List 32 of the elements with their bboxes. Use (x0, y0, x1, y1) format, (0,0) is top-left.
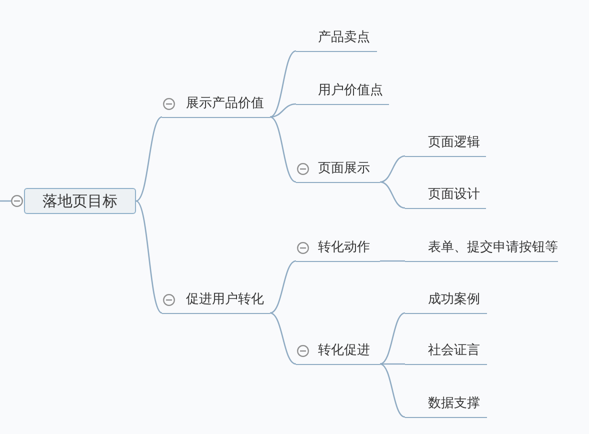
branch-line (136, 116, 162, 202)
branch-topic: 产品卖点 (296, 30, 377, 52)
branch-line (270, 50, 296, 118)
branch-topic: 成功案例 (405, 292, 487, 314)
branch-topic: 页面逻辑 (405, 134, 486, 157)
topic-label: 促进用户转化 (186, 292, 264, 307)
branch-line (270, 103, 296, 118)
branch-line (380, 363, 405, 365)
branch-line (270, 116, 296, 183)
branch-topic (162, 292, 270, 314)
branch-line (380, 260, 405, 262)
branch-topic (296, 342, 380, 365)
branch-line (136, 200, 162, 314)
branch-topic: 页面设计 (405, 186, 486, 209)
branch-line (270, 312, 296, 365)
branch-line (380, 312, 406, 365)
branch-topic (296, 160, 380, 183)
branch-topic: 社会证言 (405, 342, 487, 365)
topic-label: 展示产品价值 (186, 96, 264, 111)
branch-line (270, 260, 296, 314)
branch-topic: 表单、提交申请按钮等 (405, 240, 558, 262)
branch-topic: 用户价值点 (296, 82, 389, 105)
branch-topic (162, 96, 270, 118)
branch-line (380, 155, 406, 183)
branch-topic: 数据支撑 (405, 396, 487, 418)
topic-label: 转化动作 (318, 240, 370, 255)
branch-topic (296, 240, 380, 262)
topic-label: 转化促进 (318, 342, 370, 358)
topic-label: 页面展示 (318, 160, 370, 176)
branch-line (380, 363, 406, 418)
branch-line (380, 181, 406, 209)
central-topic-box: 落地页目标 (24, 188, 136, 214)
